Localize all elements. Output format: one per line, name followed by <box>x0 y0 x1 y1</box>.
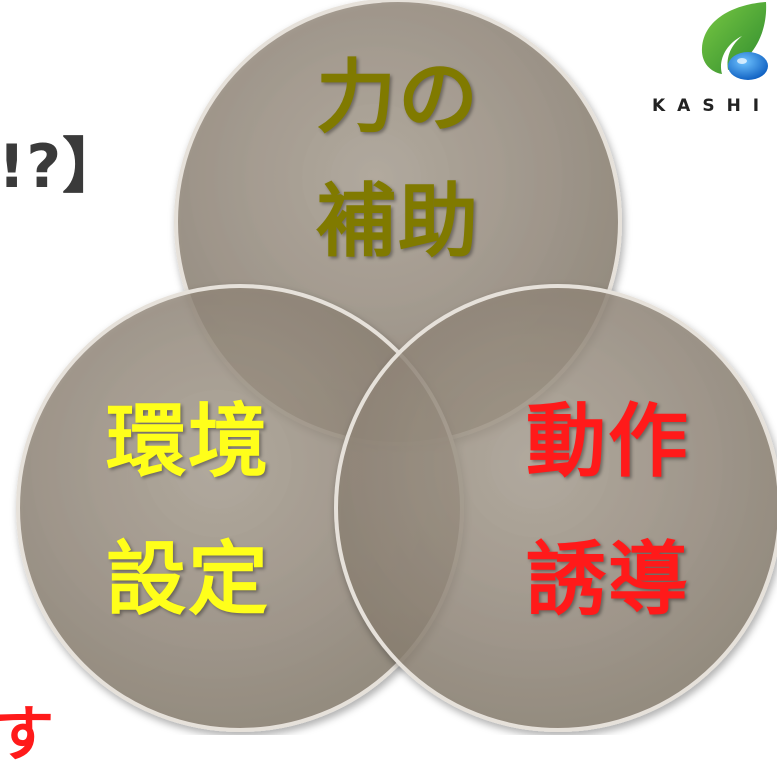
label-force-assist: 力の 補助 <box>278 58 518 262</box>
label-motion-guidance-line1: 動作 <box>526 395 690 488</box>
venn-circle-right <box>334 284 777 732</box>
logo-text: KASHI <box>652 96 772 116</box>
kashi-logo: KASHI <box>648 0 777 130</box>
heading-fragment: !?】 <box>0 132 124 202</box>
label-force-assist-line1: 力の <box>316 51 480 144</box>
label-motion-guidance: 動作 誘導 <box>488 402 728 620</box>
bottom-fragment: す <box>0 700 54 770</box>
label-environment-setting-line1: 環境 <box>106 395 270 488</box>
label-force-assist-line2: 補助 <box>316 175 480 268</box>
label-environment-setting-line2: 設定 <box>106 533 270 626</box>
label-motion-guidance-line2: 誘導 <box>526 533 690 626</box>
label-environment-setting: 環境 設定 <box>68 402 308 620</box>
leaf-icon <box>701 2 768 80</box>
venn-diagram <box>16 0 777 732</box>
